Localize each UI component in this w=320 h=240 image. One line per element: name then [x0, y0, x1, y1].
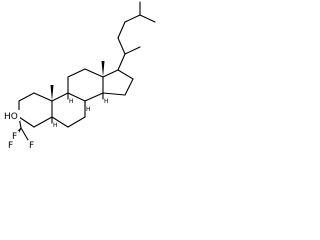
stereo-hydrogens: [51, 92, 104, 124]
stereo-h-c5: H: [53, 122, 58, 129]
fluorine-1-label: F: [8, 141, 13, 151]
angular-methyls: [50, 61, 105, 101]
atom-labels: HO F F F H H H H: [4, 98, 109, 151]
stereo-h-c8: H: [86, 106, 91, 113]
steroid-structure-diagram: HO F F F H H H H: [4, 1, 156, 151]
ring-d: [102, 69, 134, 96]
methyl-c10-wedge: [50, 85, 54, 101]
fluorine-2-label: F: [12, 132, 17, 142]
fluorine-3-label: F: [29, 141, 34, 151]
stereo-h-c14: H: [104, 98, 109, 105]
methyl-c13-wedge: [101, 61, 105, 77]
ring-a: [18, 92, 53, 128]
ring-c: [67, 68, 104, 102]
hydroxyl-label: HO: [4, 112, 18, 122]
side-chain: [117, 1, 156, 71]
stereo-h-c9: H: [69, 98, 74, 105]
